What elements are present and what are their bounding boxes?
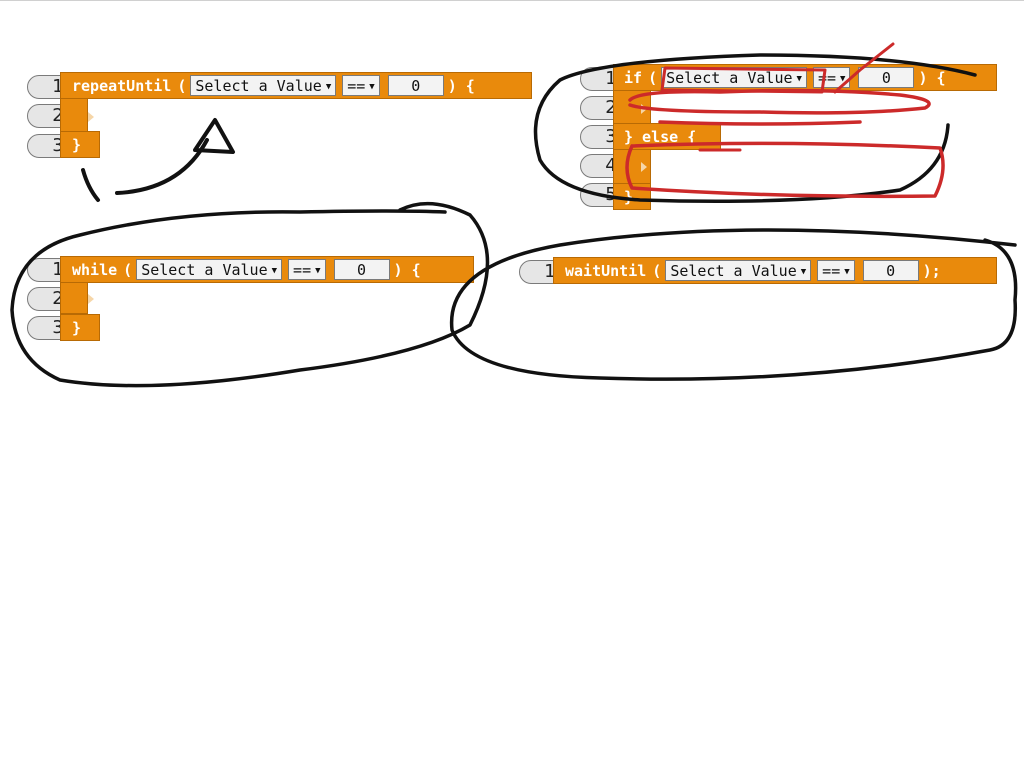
close-brace: ) { — [918, 68, 946, 87]
statement-slot[interactable] — [88, 112, 94, 122]
compare-value-input[interactable]: 0 — [862, 260, 919, 281]
close-paren-semicolon: ); — [922, 261, 941, 280]
arrow-stroke — [81, 168, 100, 202]
block-header: waitUntil ( Select a Value▼ ==▼ 0 ); — [553, 257, 997, 284]
chevron-down-icon: ▼ — [840, 74, 846, 84]
block-body — [60, 280, 88, 314]
block-body — [60, 98, 88, 132]
red-scribble-then — [628, 88, 931, 115]
keyword: waitUntil — [565, 261, 647, 280]
arrow-curve — [115, 138, 209, 195]
value-select[interactable]: Select a Value▼ — [136, 259, 283, 280]
wait-until-circle — [449, 228, 1018, 381]
block-header: if ( Select a Value▼ ==▼ 0 ) { — [613, 64, 997, 91]
value-select-label: Select a Value — [141, 261, 268, 279]
value-select-label: Select a Value — [670, 262, 797, 280]
operator-label: == — [822, 262, 841, 280]
statement-slot-then[interactable] — [641, 104, 647, 114]
chevron-down-icon: ▼ — [315, 266, 321, 276]
keyword: while — [72, 260, 118, 279]
keyword: if — [624, 68, 643, 87]
value-select[interactable]: Select a Value▼ — [661, 67, 807, 88]
arrow-head — [193, 118, 235, 154]
else-row: } else { — [613, 123, 721, 150]
open-paren: ( — [652, 261, 662, 280]
chevron-down-icon: ▼ — [796, 74, 802, 84]
value-select-label: Select a Value — [195, 77, 322, 95]
operator-select[interactable]: ==▼ — [288, 259, 326, 280]
block-footer: } — [60, 131, 100, 158]
compare-value-input[interactable]: 0 — [333, 259, 390, 280]
block-header: while ( Select a Value▼ ==▼ 0 ) { — [60, 256, 474, 283]
operator-label: == — [293, 261, 312, 279]
operator-label: == — [347, 77, 366, 95]
statement-slot-else[interactable] — [641, 162, 647, 172]
chevron-down-icon: ▼ — [325, 82, 332, 92]
block-header: repeatUntil ( Select a Value▼ ==▼ 0 ) { — [60, 72, 532, 99]
block-footer: } — [60, 314, 100, 341]
operator-select[interactable]: ==▼ — [342, 75, 380, 96]
keyword: repeatUntil — [72, 76, 172, 95]
close-brace: ) { — [447, 76, 475, 95]
end-brace: } — [72, 318, 82, 337]
end-brace: } — [624, 187, 634, 206]
end-brace: } — [72, 135, 82, 154]
close-brace: ) { — [393, 260, 421, 279]
operator-select[interactable]: ==▼ — [812, 67, 851, 88]
open-paren: ( — [177, 76, 187, 95]
block-footer: } — [613, 183, 651, 210]
operator-select[interactable]: ==▼ — [817, 260, 855, 281]
open-paren: ( — [648, 68, 658, 87]
value-select[interactable]: Select a Value▼ — [665, 260, 812, 281]
compare-value-input[interactable]: 0 — [387, 75, 444, 96]
red-box-else — [625, 141, 945, 199]
chevron-down-icon: ▼ — [369, 82, 375, 92]
open-paren: ( — [123, 260, 133, 279]
chevron-down-icon: ▼ — [271, 266, 278, 276]
value-select[interactable]: Select a Value▼ — [190, 75, 337, 96]
statement-slot[interactable] — [88, 294, 94, 304]
chevron-down-icon: ▼ — [800, 267, 807, 277]
top-border — [0, 0, 1024, 1]
chevron-down-icon: ▼ — [844, 267, 850, 277]
else-keyword: } else { — [624, 127, 697, 146]
compare-value-input[interactable]: 0 — [858, 67, 915, 88]
operator-label: == — [817, 69, 837, 87]
value-select-label: Select a Value — [666, 69, 793, 87]
